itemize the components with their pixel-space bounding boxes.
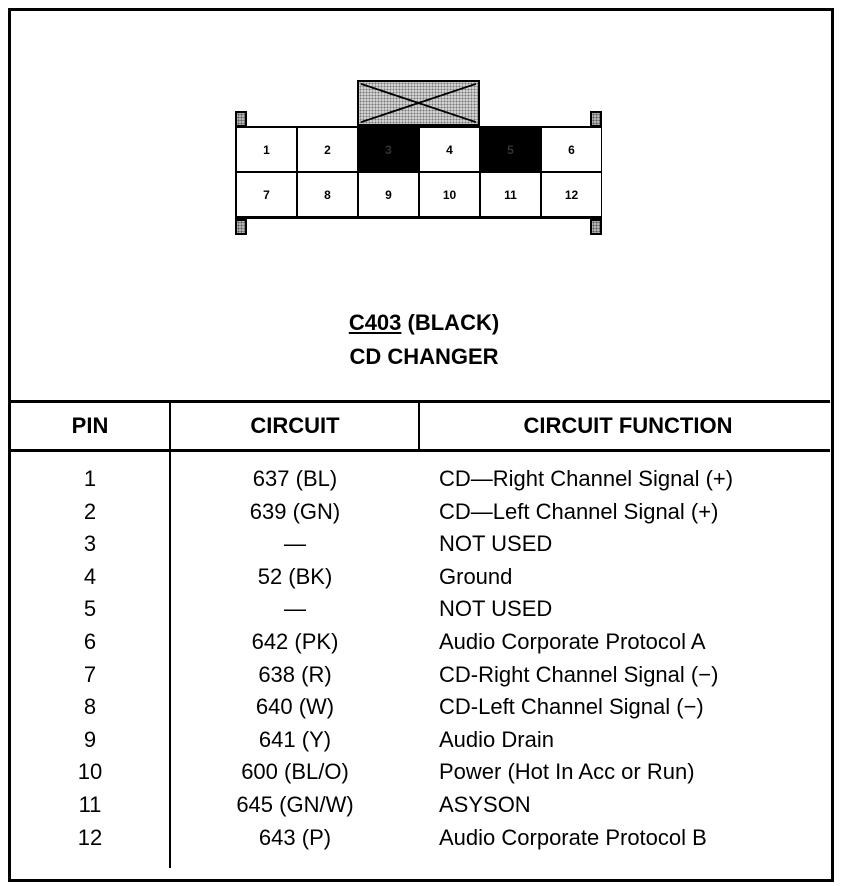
pin-cell: 6 [83, 629, 97, 654]
pin-cell: 10 [77, 759, 103, 785]
table-row: 6 642 (PK) Audio Corporate Protocol A [0, 629, 848, 662]
table-row: 3 — NOT USED [0, 531, 848, 564]
table-row: 1 637 (BL) CD—Right Channel Signal (+) [0, 466, 848, 499]
mount-tab-top-right [590, 111, 602, 127]
function-cell: ASYSON [439, 792, 531, 817]
function-cell: Audio Drain [439, 726, 554, 752]
mount-tab-top-left [235, 111, 247, 127]
diagram-frame [8, 8, 834, 882]
circuit-cell: 645 (GN/W) [236, 792, 354, 817]
table-row: 2 639 (GN) CD—Left Channel Signal (+) [0, 499, 848, 532]
mount-tab-bottom-right [590, 219, 602, 235]
pin-cavity-12: 12 [541, 172, 602, 217]
circuit-cell: 52 (BK) [257, 563, 333, 589]
pin-cavity-7: 7 [236, 172, 297, 217]
pin-cell: 1 [83, 466, 97, 491]
mount-tab-bottom-left [235, 219, 247, 235]
pin-cell: 3 [83, 531, 97, 557]
table-row: 7 638 (R) CD-Right Channel Signal (−) [0, 662, 848, 695]
pin-cavity-4: 4 [419, 127, 480, 172]
circuit-cell: 640 (W) [255, 694, 335, 720]
table-row: 10 600 (BL/O) Power (Hot In Acc or Run) [0, 759, 848, 792]
pin-cavity-6: 6 [541, 127, 602, 172]
circuit-cell: 641 (Y) [258, 726, 332, 752]
pin-cell: 7 [83, 661, 97, 687]
pin-cavity-3: 3 [358, 127, 419, 172]
function-cell: Power (Hot In Acc or Run) [439, 759, 695, 785]
function-cell: Audio Corporate Protocol B [439, 824, 707, 850]
circuit-cell: 638 (R) [258, 661, 332, 687]
header-circuit-function: CIRCUIT FUNCTION [523, 413, 733, 438]
pin-cell: 5 [83, 596, 97, 622]
pin-cell: 11 [78, 792, 102, 817]
pin-cell: 12 [77, 824, 103, 850]
table-header-rule [10, 449, 830, 452]
table-row: 12 643 (P) Audio Corporate Protocol B [0, 825, 848, 858]
pin-cavity-2: 2 [297, 127, 358, 172]
pin-cell: 9 [83, 726, 97, 752]
circuit-cell: — [284, 596, 306, 622]
function-cell: NOT USED [439, 596, 553, 622]
pin-cavity-8: 8 [297, 172, 358, 217]
function-cell: CD-Right Channel Signal (−) [439, 661, 719, 687]
pin-cavity-9: 9 [358, 172, 419, 217]
circuit-cell: 600 (BL/O) [241, 759, 349, 785]
function-cell: CD—Right Channel Signal (+) [439, 466, 734, 491]
pin-cell: 8 [83, 694, 97, 720]
table-row: 4 52 (BK) Ground [0, 564, 848, 597]
function-cell: CD—Left Channel Signal (+) [439, 498, 719, 524]
circuit-cell: 637 (BL) [252, 466, 338, 491]
circuit-cell: — [284, 531, 306, 557]
header-circuit: CIRCUIT [250, 413, 340, 438]
connector-title: C403 (BLACK) [0, 310, 848, 336]
circuit-cell: 639 (GN) [249, 498, 341, 524]
table-top-rule [10, 400, 830, 403]
function-cell: CD-Left Channel Signal (−) [439, 694, 704, 720]
pin-cavity-11: 11 [480, 172, 541, 217]
function-cell: NOT USED [439, 531, 553, 557]
pin-cavity-5: 5 [480, 127, 541, 172]
table-row: 5 — NOT USED [0, 596, 848, 629]
pin-cavity-1: 1 [236, 127, 297, 172]
circuit-cell: 642 (PK) [251, 629, 339, 654]
circuit-cell: 643 (P) [258, 824, 332, 850]
table-row: 9 641 (Y) Audio Drain [0, 727, 848, 760]
pin-cell: 4 [83, 563, 97, 589]
connector-code: C403 [348, 310, 402, 335]
connector-color: (BLACK) [407, 310, 500, 335]
pin-cell: 2 [83, 498, 97, 524]
table-row: 11 645 (GN/W) ASYSON [0, 792, 848, 825]
connector-latch [357, 80, 480, 126]
connector-name: CD CHANGER [349, 344, 499, 369]
function-cell: Audio Corporate Protocol A [439, 629, 706, 654]
table-row: 8 640 (W) CD-Left Channel Signal (−) [0, 694, 848, 727]
function-cell: Ground [439, 563, 513, 589]
pin-cavity-10: 10 [419, 172, 480, 217]
table-header-divider [418, 402, 420, 452]
header-pin: PIN [71, 413, 109, 438]
latch-cross [360, 82, 477, 124]
table-column-divider [169, 402, 171, 868]
